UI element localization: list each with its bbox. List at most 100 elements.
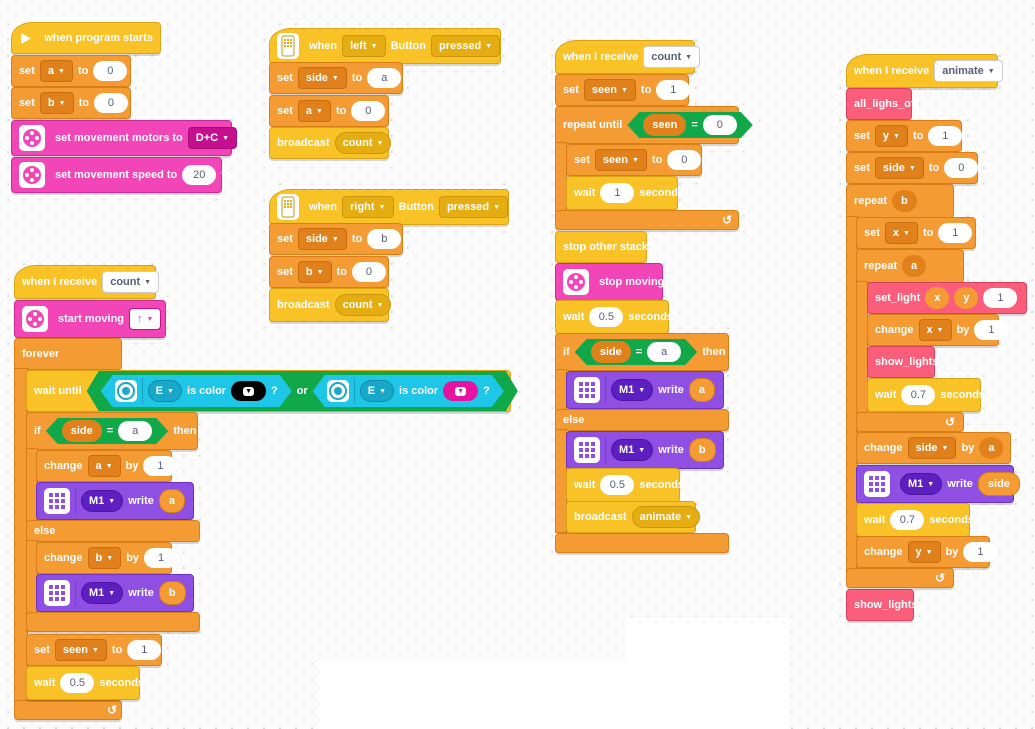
variable-reporter[interactable]: b: [688, 438, 716, 462]
button-state-dropdown[interactable]: pressed▼: [438, 196, 509, 218]
variable-dropdown[interactable]: side▼: [297, 228, 347, 250]
button-dropdown[interactable]: left▼: [342, 35, 386, 57]
seconds-input[interactable]: 1: [600, 183, 635, 203]
repeat-block[interactable]: repeat b: [846, 184, 954, 218]
value-input[interactable]: 1: [656, 80, 691, 100]
wait-seconds-block[interactable]: wait 0.7 seconds: [856, 503, 974, 537]
set-movement-motors-block[interactable]: set movement motors to D+C▼: [11, 120, 237, 156]
variable-dropdown[interactable]: seen▼: [54, 639, 107, 661]
set-variable-block[interactable]: set seen▼ to 0: [566, 144, 702, 176]
all-lights-off-block[interactable]: all_lighs_off: [846, 88, 918, 120]
repeat-block[interactable]: repeat a: [856, 249, 964, 283]
variable-dropdown[interactable]: b▼: [87, 547, 122, 569]
when-button-hat[interactable]: when left▼ Button pressed▼: [269, 28, 501, 64]
broadcast-block[interactable]: broadcast count▼: [269, 288, 392, 322]
port-dropdown[interactable]: E▼: [148, 380, 182, 402]
variable-reporter[interactable]: side: [62, 420, 102, 442]
value-input[interactable]: 0: [703, 115, 737, 135]
port-dropdown[interactable]: M1▼: [900, 473, 943, 495]
when-i-receive-hat[interactable]: when I receive count▼: [555, 40, 701, 74]
message-dropdown[interactable]: animate▼: [631, 506, 701, 528]
set-movement-speed-block[interactable]: set movement speed to 20 %: [11, 157, 231, 193]
port-dropdown[interactable]: M1▼: [81, 490, 124, 512]
value-input[interactable]: 0: [944, 158, 979, 178]
set-variable-block[interactable]: set side▼ to 0: [846, 152, 979, 184]
wait-seconds-block[interactable]: wait 0.5 seconds: [555, 300, 673, 334]
set-variable-block[interactable]: set side▼ to b: [269, 223, 403, 255]
repeat-until-block[interactable]: repeat until seen = 0: [555, 106, 739, 144]
variable-dropdown[interactable]: y▼: [874, 125, 908, 147]
value-input[interactable]: a: [367, 68, 402, 88]
change-variable-block[interactable]: change side▼ by a: [856, 432, 1011, 464]
start-moving-block[interactable]: start moving ↑▼: [14, 300, 166, 338]
set-variable-block[interactable]: set b▼ to 0: [11, 87, 131, 119]
variable-reporter[interactable]: a: [158, 489, 186, 513]
seconds-input[interactable]: 0.7: [901, 385, 936, 405]
set-variable-block[interactable]: set a▼ to 0: [11, 55, 131, 87]
change-variable-block[interactable]: change y▼ by 1: [856, 536, 998, 568]
variable-reporter[interactable]: a: [688, 378, 716, 402]
when-program-starts-hat[interactable]: when program starts: [11, 22, 161, 54]
variable-dropdown[interactable]: a▼: [87, 455, 121, 477]
set-variable-block[interactable]: set side▼ to a: [269, 62, 403, 94]
set-variable-block[interactable]: set a▼ to 0: [269, 95, 389, 127]
wait-seconds-block[interactable]: wait 0.5 seconds: [566, 468, 684, 502]
color-picker[interactable]: ▼: [231, 381, 266, 401]
variable-dropdown[interactable]: side▼: [297, 67, 347, 89]
if-else-block[interactable]: if side = a then: [555, 333, 729, 371]
or-operator[interactable]: E▼ is color ▼ ? or E▼ is color ▼ ?: [87, 371, 518, 411]
variable-dropdown[interactable]: seen▼: [594, 149, 647, 171]
value-input[interactable]: 0: [667, 150, 702, 170]
variable-reporter[interactable]: a: [902, 255, 927, 277]
change-variable-block[interactable]: change a▼ by 1: [36, 450, 178, 482]
value-input[interactable]: 1: [928, 126, 963, 146]
message-dropdown[interactable]: count▼: [334, 294, 392, 316]
color-picker[interactable]: ▼: [443, 381, 478, 401]
variable-reporter[interactable]: b: [892, 190, 917, 212]
wait-until-block[interactable]: wait until E▼ is color ▼ ? or E▼ is colo…: [26, 370, 511, 412]
button-state-dropdown[interactable]: pressed▼: [431, 35, 501, 57]
variable-dropdown[interactable]: side▼: [874, 157, 924, 179]
seconds-input[interactable]: 0.5: [600, 475, 635, 495]
if-else-block[interactable]: if side = a then: [26, 412, 198, 450]
value-input[interactable]: 1: [974, 320, 1009, 340]
when-i-receive-hat[interactable]: when I receive animate▼: [846, 54, 1003, 88]
show-lights-block[interactable]: show_lights: [846, 589, 918, 621]
broadcast-block[interactable]: broadcast animate▼: [566, 501, 701, 533]
seconds-input[interactable]: 0.7: [890, 510, 925, 530]
button-dropdown[interactable]: right▼: [342, 196, 394, 218]
value-input[interactable]: 1: [127, 640, 162, 660]
port-dropdown[interactable]: M1▼: [611, 379, 654, 401]
wait-seconds-block[interactable]: wait 0.7 seconds: [867, 378, 985, 412]
display-write-block[interactable]: M1▼ write a: [36, 482, 194, 520]
variable-dropdown[interactable]: b▼: [39, 92, 74, 114]
value-input[interactable]: 0: [351, 101, 386, 121]
speed-input[interactable]: 20: [182, 165, 217, 185]
set-variable-block[interactable]: set seen▼ to 1: [555, 74, 691, 106]
change-variable-block[interactable]: change x▼ by 1: [867, 314, 1009, 346]
set-variable-block[interactable]: set x▼ to 1: [856, 217, 976, 249]
variable-dropdown[interactable]: a▼: [297, 100, 331, 122]
stop-moving-block[interactable]: stop moving: [555, 263, 664, 301]
forever-block[interactable]: forever: [14, 338, 122, 370]
set-light-block[interactable]: set_light x y 1: [867, 282, 1027, 314]
port-dropdown[interactable]: E▼: [360, 380, 394, 402]
color-sensor-condition[interactable]: E▼ is color ▼ ?: [313, 375, 504, 407]
when-button-hat[interactable]: when right▼ Button pressed▼: [269, 189, 509, 225]
direction-dropdown[interactable]: ↑▼: [129, 308, 162, 330]
variable-dropdown[interactable]: a▼: [39, 60, 73, 82]
variable-reporter[interactable]: side: [977, 472, 1020, 496]
wait-seconds-block[interactable]: wait 1 seconds: [566, 176, 684, 210]
display-write-block[interactable]: M1▼ write b: [566, 431, 724, 469]
wait-seconds-block[interactable]: wait 0.5 seconds: [26, 666, 144, 700]
set-variable-block[interactable]: set y▼ to 1: [846, 120, 963, 152]
variable-dropdown[interactable]: y▼: [907, 541, 941, 563]
value-input[interactable]: 0: [93, 93, 128, 113]
stop-other-stacks-block[interactable]: stop other stacks: [555, 231, 654, 263]
variable-reporter[interactable]: side: [591, 341, 631, 363]
value-input[interactable]: 0: [351, 262, 386, 282]
seconds-input[interactable]: 0.5: [589, 307, 624, 327]
port-dropdown[interactable]: M1▼: [611, 439, 654, 461]
display-write-block[interactable]: M1▼ write side: [856, 465, 1020, 503]
variable-dropdown[interactable]: x▼: [884, 222, 918, 244]
